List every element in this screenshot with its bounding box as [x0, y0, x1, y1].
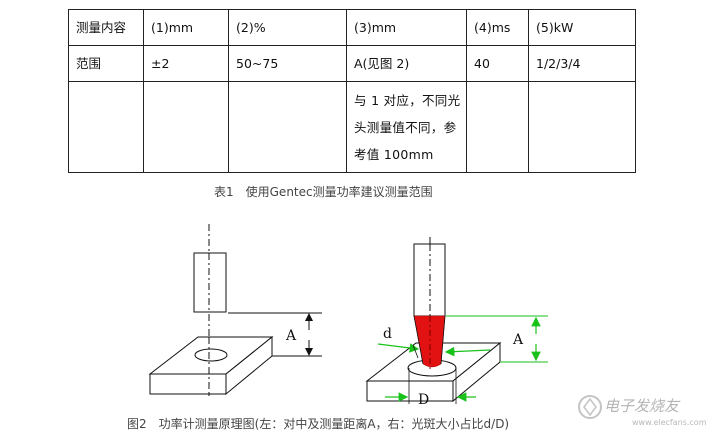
table-header-row: 测量内容 (1)mm (2)% (3)mm (4)ms (5)kW: [68, 9, 636, 46]
sensor-front-face: [366, 380, 454, 402]
header-cell: (3)mm: [346, 9, 467, 46]
note-line: 与 1 对应，不同光: [354, 93, 461, 108]
header-cell: (5)kW: [528, 9, 636, 46]
sensor-aperture: [194, 348, 228, 362]
beam-head: [193, 252, 227, 313]
dimension-label-a: A: [512, 332, 524, 348]
table-cell: 50~75: [228, 45, 347, 82]
table-cell: ±2: [143, 45, 229, 82]
note-line: 头测量值不同，参: [354, 120, 457, 135]
sensor-front-face: [149, 373, 227, 395]
table-cell: [528, 81, 636, 173]
note-line: 考值 100mm: [354, 147, 434, 162]
watermark-text: 电子发烧友: [604, 397, 680, 415]
note-cell: 与 1 对应，不同光 头测量值不同，参 考值 100mm: [346, 81, 467, 173]
spot-diameter-label: d: [383, 326, 392, 342]
table-cell: 1/2/3/4: [528, 45, 636, 82]
table-row: 与 1 对应，不同光 头测量值不同，参 考值 100mm: [68, 81, 636, 173]
table-caption: 表1 使用Gentec测量功率建议测量范围: [214, 185, 433, 199]
aperture-diameter-label: D: [418, 392, 429, 408]
elecfans-logo-icon: [578, 395, 602, 419]
table-cell: A(见图 2): [346, 45, 467, 82]
table-row: 范围 ±2 50~75 A(见图 2) 40 1/2/3/4: [68, 45, 636, 82]
table-cell: [228, 81, 347, 173]
right-figure: d D A: [365, 237, 548, 408]
dimension-label-a: A: [285, 328, 297, 344]
laser-beam: [413, 315, 446, 368]
watermark-url: www.elecfans.com: [632, 418, 707, 427]
header-cell: 测量内容: [68, 9, 144, 46]
measurement-range-table: 测量内容 (1)mm (2)% (3)mm (4)ms (5)kW 范围 ±2 …: [68, 9, 636, 173]
figure-caption: 图2 功率计测量原理图(左：对中及测量距离A，右：光斑大小占比d/D): [127, 417, 510, 431]
left-figure: A: [148, 224, 322, 398]
table-cell: 范围: [68, 45, 144, 82]
header-cell: (1)mm: [143, 9, 229, 46]
